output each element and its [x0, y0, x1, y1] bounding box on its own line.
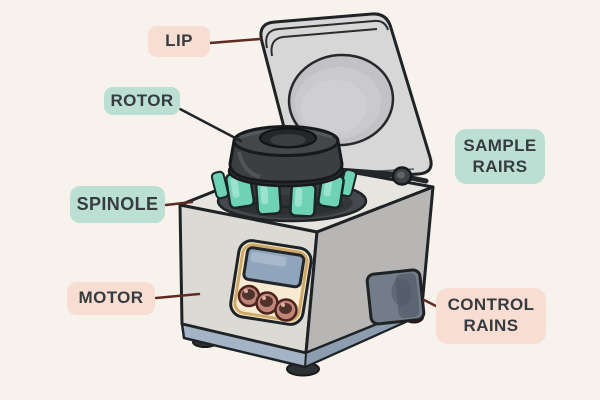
side-vent	[365, 268, 426, 326]
sample-tube	[289, 182, 317, 218]
panel-gold-trim	[233, 243, 309, 322]
callout-control-rains: CONTROL RAINS	[436, 288, 546, 344]
rotor-center-cap	[270, 134, 306, 146]
callout-spinole: SPINOLE	[70, 186, 165, 223]
tube-highlight	[260, 185, 269, 205]
leader-line-control-rains	[422, 298, 438, 308]
callout-rotor: ROTOR	[104, 87, 180, 115]
rotor-assembly	[210, 125, 358, 218]
callout-sample-rairs: SAMPLE RAIRS	[455, 129, 545, 184]
hinge-knob-highlight	[397, 171, 405, 179]
leader-line-rotor	[178, 107, 243, 143]
leader-line-motor	[154, 292, 201, 300]
tube-highlight	[294, 187, 303, 207]
leader-line-spinole	[164, 200, 194, 207]
knob	[274, 298, 298, 322]
lid-window-shade	[301, 79, 367, 135]
vent-shade	[391, 278, 412, 307]
callout-motor: MOTOR	[67, 282, 155, 315]
control-panel	[229, 239, 313, 326]
lcd-glare	[250, 252, 287, 267]
lid-rim-line	[270, 28, 378, 57]
tube-highlight	[230, 177, 240, 198]
rotor-drum-highlight	[237, 151, 261, 179]
leader-line-lip	[208, 37, 262, 45]
lid-rim-line	[265, 19, 389, 49]
callout-lip: LIP	[148, 26, 210, 57]
